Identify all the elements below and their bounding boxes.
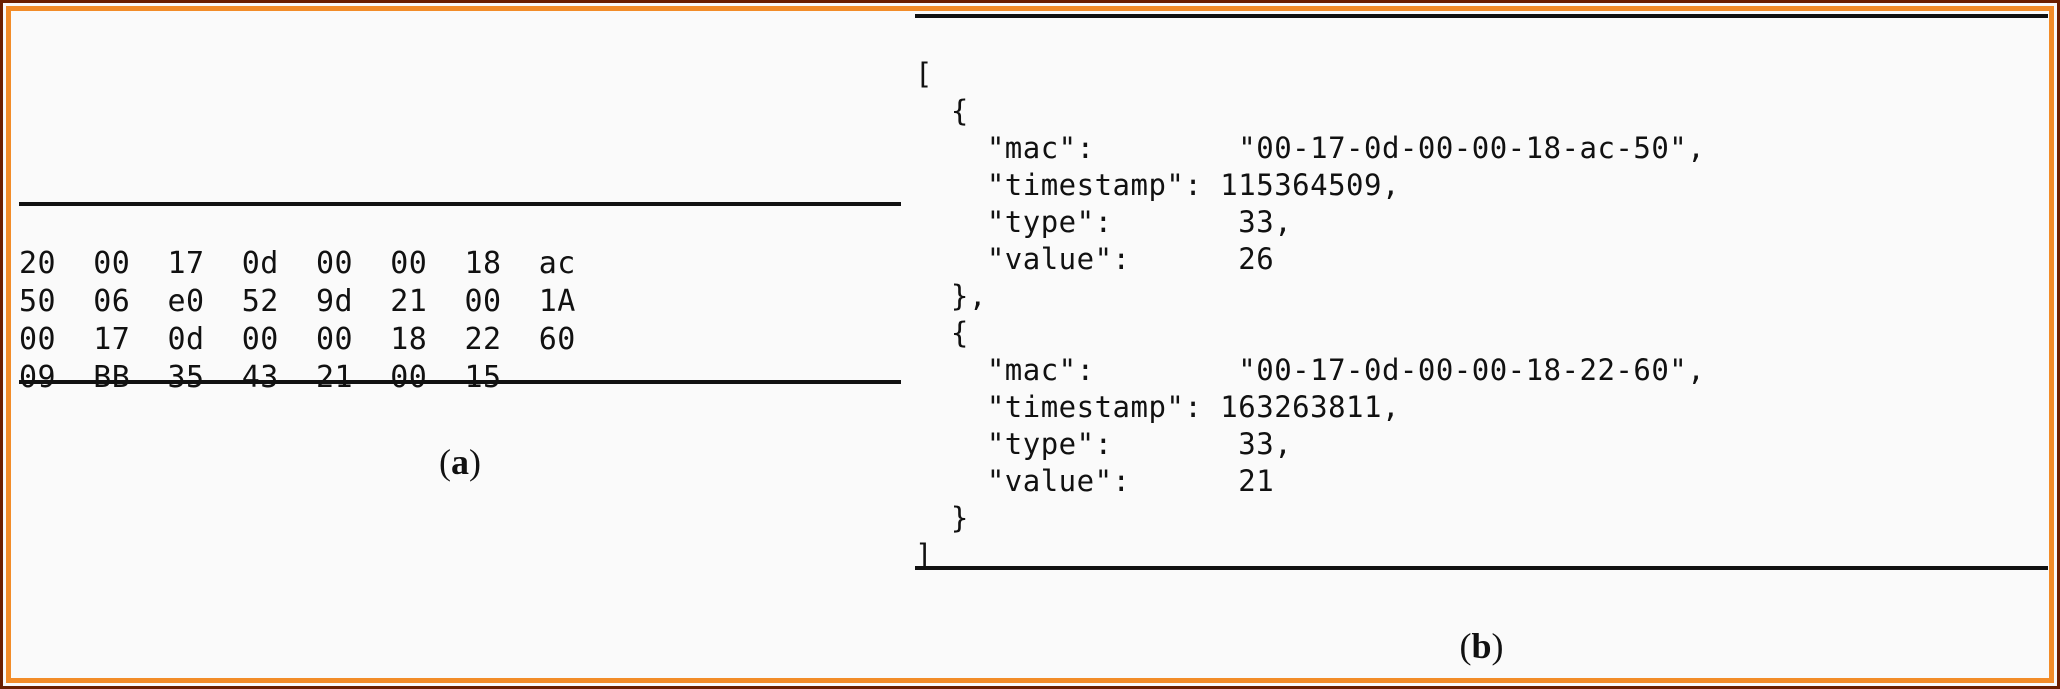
panel-b-bottom-rule (915, 566, 2048, 570)
panel-b-caption: (b) (1459, 626, 1504, 666)
panel-a-bottom-rule (19, 380, 901, 384)
panel-a-top-rule (19, 202, 901, 206)
panel-b-caption-letter: b (1471, 626, 1492, 666)
panel-b-top-rule (915, 14, 2048, 18)
panel-a-caption-letter: a (451, 442, 469, 482)
figure-frame-inner-border (6, 6, 2054, 683)
hex-dump-block: 20 00 17 0d 00 00 18 ac 50 06 e0 52 9d 2… (19, 246, 576, 395)
panel-a-caption: (a) (439, 442, 481, 482)
figure-canvas: 20 00 17 0d 00 00 18 ac 50 06 e0 52 9d 2… (3, 3, 2057, 686)
json-payload-block: [ { "mac": "00-17-0d-00-00-18-ac-50", "t… (915, 57, 1706, 572)
